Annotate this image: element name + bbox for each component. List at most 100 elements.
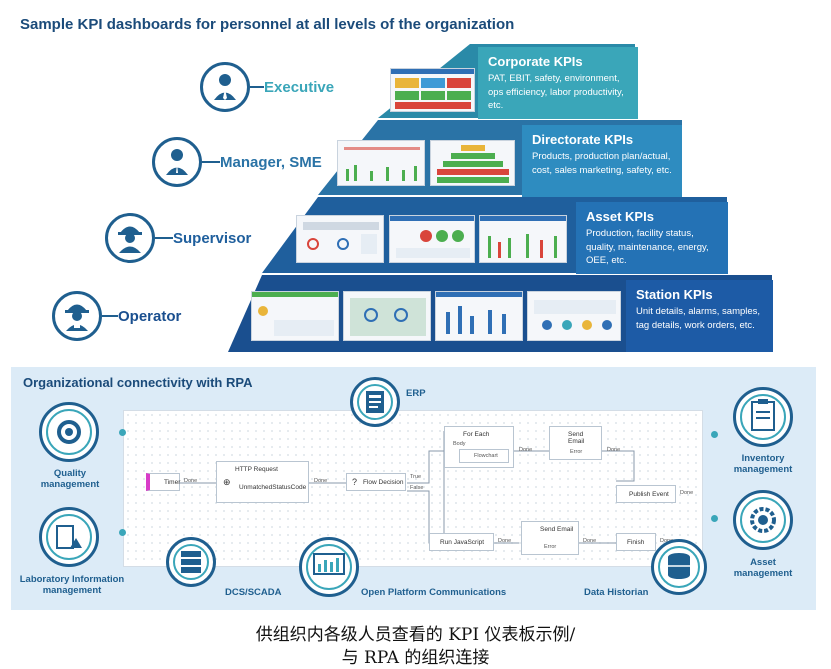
flowchart-subnode[interactable]: Flowchart xyxy=(459,449,509,463)
globe-icon: ⊕ xyxy=(223,477,231,487)
role-label: Manager, SME xyxy=(220,153,322,171)
connector-dot xyxy=(119,529,126,536)
dashboard-thumbnail-manager-2 xyxy=(430,140,515,186)
kpi-box-directorate: Directorate KPIs Products, production pl… xyxy=(522,125,682,197)
role-label: Supervisor xyxy=(173,229,252,247)
for-each-body: Body xyxy=(453,441,466,447)
data-historian-label: Data Historian xyxy=(584,587,649,598)
foreach-done-label: Done xyxy=(519,447,533,453)
kpi-title: Asset KPIs xyxy=(586,209,654,224)
send-email-node-2[interactable]: Send Email Error xyxy=(521,521,579,555)
rpa-workflow-canvas: Timer Done ⊕ HTTP Request UnmatchedStatu… xyxy=(123,410,703,567)
publish-event-label: Publish Event xyxy=(629,491,669,498)
open-platform-communications-label: Open Platform Communications xyxy=(361,587,507,598)
email2-done-label: Done xyxy=(583,538,597,544)
role-label: Executive xyxy=(264,78,335,96)
role-connector xyxy=(250,86,264,88)
kpi-desc: Unit details, alarms, samples, tag detai… xyxy=(636,306,761,331)
run-javascript-node[interactable]: Run JavaScript xyxy=(429,533,494,551)
laboratory-flask-icon xyxy=(39,507,99,567)
kpi-box-corporate: Corporate KPIs PAT, EBIT, safety, enviro… xyxy=(478,47,638,119)
kpi-desc: PAT, EBIT, safety, environment, ops effi… xyxy=(488,73,624,111)
role-manager: Manager, SME xyxy=(152,137,322,187)
quality-management-label: Quality management xyxy=(40,468,100,490)
email1-done-label: Done xyxy=(607,447,621,453)
flow-decision-label: Flow Decision xyxy=(363,479,404,486)
dashboard-thumbnail-operator-4 xyxy=(527,291,621,341)
role-connector xyxy=(202,161,220,163)
kpi-title: Corporate KPIs xyxy=(488,54,583,69)
supervisor-hardhat-icon xyxy=(105,213,155,263)
for-each-title: For Each xyxy=(463,431,490,438)
publish-done-label: Done xyxy=(680,490,694,496)
send-email-error: Error xyxy=(570,449,583,455)
kpi-title: Station KPIs xyxy=(636,287,713,302)
dashboard-thumbnail-operator-3 xyxy=(435,291,523,341)
decision-icon: ? xyxy=(352,477,358,487)
timer-done-label: Done xyxy=(184,478,198,484)
data-historian-database-icon xyxy=(651,539,707,595)
asset-management-gear-icon xyxy=(733,490,793,550)
send-email-error: Error xyxy=(544,544,557,550)
dcs-scada-server-icon xyxy=(166,537,216,587)
dashboard-thumbnail-operator-2 xyxy=(343,291,431,341)
flowchart-label: Flowchart xyxy=(474,453,498,459)
http-done-label: Done xyxy=(314,478,328,484)
timer-node[interactable]: Timer xyxy=(146,473,180,491)
role-executive: Executive xyxy=(200,62,334,112)
erp-icon xyxy=(350,377,400,427)
inventory-clipboard-icon xyxy=(733,387,793,447)
dashboard-thumbnail-supervisor-2 xyxy=(389,215,475,263)
executive-icon xyxy=(200,62,250,112)
decision-true-label: True xyxy=(410,474,422,480)
timer-label: Timer xyxy=(164,479,181,486)
manager-icon xyxy=(152,137,202,187)
asset-management-label: Asset management xyxy=(733,557,793,579)
rpa-title: Organizational connectivity with RPA xyxy=(23,375,253,390)
kpi-title: Directorate KPIs xyxy=(532,132,634,147)
kpi-box-station: Station KPIs Unit details, alarms, sampl… xyxy=(626,280,773,352)
publish-event-node[interactable]: Publish Event xyxy=(616,485,676,503)
connector-dot xyxy=(119,429,126,436)
kpi-desc: Products, production plan/actual, cost, … xyxy=(532,151,672,176)
dashboard-thumbnail-supervisor-1 xyxy=(296,215,384,263)
run-javascript-label: Run JavaScript xyxy=(440,539,485,546)
operator-hardhat-icon xyxy=(52,291,102,341)
send-email-title: Send Email xyxy=(568,431,585,445)
role-label: Operator xyxy=(118,307,182,325)
erp-label: ERP xyxy=(406,388,426,399)
http-request-status: UnmatchedStatusCode xyxy=(239,484,307,491)
figure-caption-line-2: 与 RPA 的组织连接 xyxy=(341,648,490,668)
kpi-box-asset: Asset KPIs Production, facility status, … xyxy=(576,202,728,274)
connector-dot xyxy=(711,431,718,438)
http-request-title: HTTP Request xyxy=(235,466,278,473)
figure-caption-line-1: 供组织内各级人员查看的 KPI 仪表板示例/ xyxy=(255,625,576,645)
kpi-desc: Production, facility status, quality, ma… xyxy=(586,228,709,266)
finish-label: Finish xyxy=(627,539,645,546)
dcs-scada-label: DCS/SCADA xyxy=(225,587,282,598)
kpi-pyramid: Corporate KPIs PAT, EBIT, safety, enviro… xyxy=(52,44,773,352)
dashboard-thumbnail-executive xyxy=(390,68,475,112)
for-each-node[interactable]: For Each Body Flowchart xyxy=(444,426,514,468)
dashboard-thumbnail-supervisor-3 xyxy=(479,215,567,263)
role-connector xyxy=(102,315,118,317)
flow-decision-node[interactable]: ? Flow Decision xyxy=(346,473,406,491)
inventory-management-label: Inventory management xyxy=(733,453,793,475)
quality-management-icon xyxy=(39,402,99,462)
decision-false-label: False xyxy=(410,485,424,491)
finish-node[interactable]: Finish xyxy=(616,533,656,551)
connector-dot xyxy=(711,515,718,522)
dashboard-thumbnail-operator-1 xyxy=(251,291,339,341)
send-email-title: Send Email xyxy=(540,526,574,533)
open-platform-monitor-icon xyxy=(299,537,359,597)
send-email-node-1[interactable]: Send Email Error xyxy=(549,426,602,460)
page-title: Sample KPI dashboards for personnel at a… xyxy=(20,16,515,33)
role-connector xyxy=(155,237,173,239)
http-request-node[interactable]: ⊕ HTTP Request UnmatchedStatusCode xyxy=(216,461,309,503)
dashboard-thumbnail-manager-1 xyxy=(337,140,425,186)
laboratory-information-management-label: Laboratory Information management xyxy=(19,574,125,596)
rpa-connectivity-panel: Organizational connectivity with RPA Tim… xyxy=(11,367,816,610)
role-operator: Operator xyxy=(52,291,181,341)
role-supervisor: Supervisor xyxy=(105,213,251,263)
runjs-done-label: Done xyxy=(498,538,512,544)
